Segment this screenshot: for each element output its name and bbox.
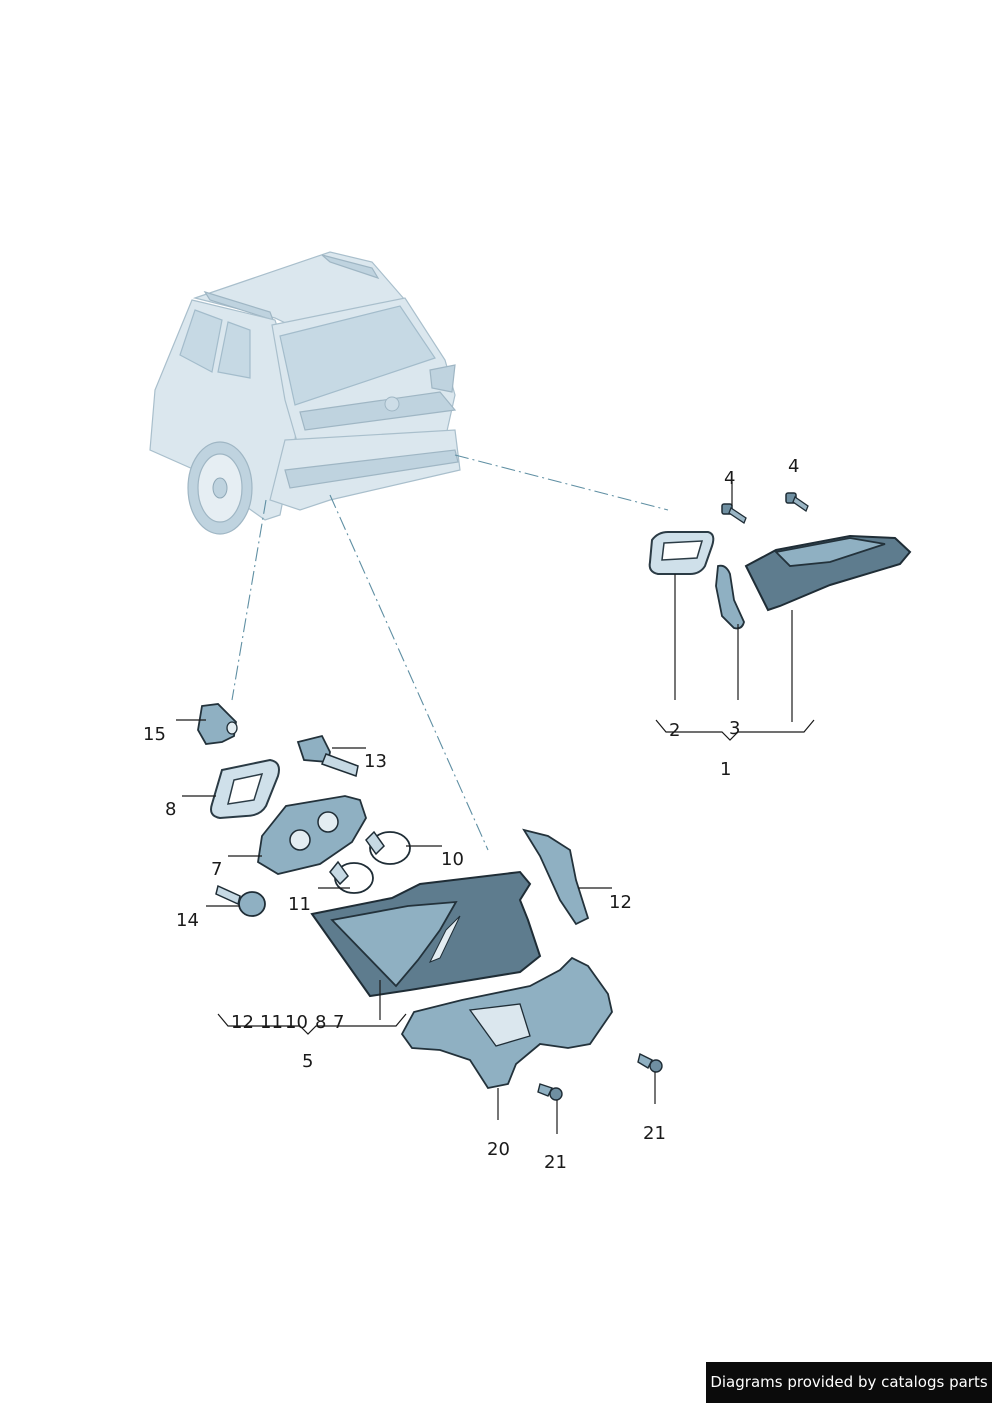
outer-tail-light-assembly (197, 703, 663, 1101)
screw-21b (637, 1052, 663, 1073)
reference-line-left (231, 499, 267, 701)
label-group-7: 7 (333, 1012, 344, 1033)
label-15: 15 (143, 724, 166, 745)
label-group-8: 8 (315, 1012, 326, 1033)
screw-4a (721, 503, 747, 524)
label-4-right: 4 (788, 456, 799, 477)
label-group-11: 11 (260, 1012, 283, 1033)
screw-4b (785, 492, 809, 512)
label-group-10: 10 (285, 1012, 308, 1033)
inner-tail-light-assembly (648, 492, 912, 630)
screw-21a (537, 1083, 563, 1101)
label-2: 2 (669, 720, 680, 741)
label-11: 11 (288, 894, 311, 915)
label-8: 8 (165, 799, 176, 820)
credit-banner: Diagrams provided by catalogs parts (706, 1362, 992, 1403)
label-7: 7 (211, 859, 222, 880)
label-21-right: 21 (643, 1123, 666, 1144)
vehicle-illustration (149, 251, 461, 535)
label-10: 10 (441, 849, 464, 870)
label-1: 1 (720, 759, 731, 780)
label-3: 3 (729, 718, 740, 739)
label-20: 20 (487, 1139, 510, 1160)
label-14: 14 (176, 910, 199, 931)
reference-line-center (329, 494, 489, 851)
label-13: 13 (364, 751, 387, 772)
label-group-12: 12 (231, 1012, 254, 1033)
label-5: 5 (302, 1051, 313, 1072)
label-12: 12 (609, 892, 632, 913)
reference-line-right (454, 454, 669, 511)
label-21-left: 21 (544, 1152, 567, 1173)
label-4-left: 4 (724, 468, 735, 489)
